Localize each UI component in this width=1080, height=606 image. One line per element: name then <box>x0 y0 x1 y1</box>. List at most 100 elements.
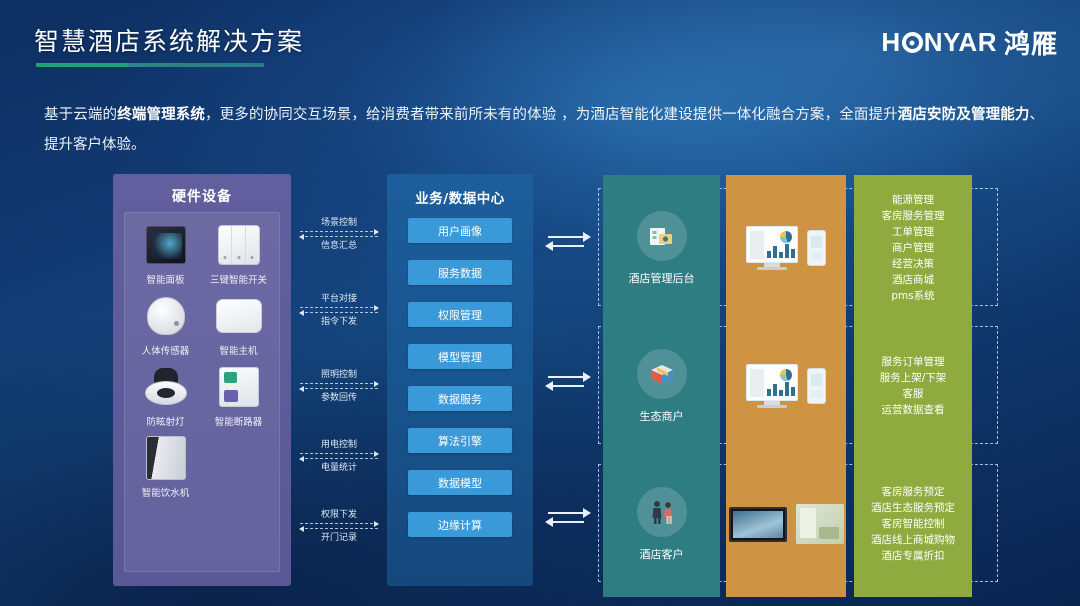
connector-top-label: 用电控制 <box>320 440 357 450</box>
feature-item: 商户管理 <box>892 242 934 254</box>
data-center-item-model-mgmt[interactable]: 模型管理 <box>408 344 512 369</box>
feature-item: 酒店生态服务预定 <box>871 502 955 514</box>
role-row: 生态商户 服务订单管理 服务上架/下架 <box>598 313 998 459</box>
logo-o-icon <box>901 32 923 53</box>
feature-column: 能源管理 客房服务管理 工单管理 商户管理 经营决策 酒店商城 pms系统 <box>854 175 972 321</box>
feature-item: 工单管理 <box>892 226 934 238</box>
intro-segment-2: ，更多的协同交互场景，给消费者带来前所未有的体验 ，为酒店智能化建设提供一体化融… <box>205 107 898 123</box>
phone-app-icon <box>807 230 826 266</box>
role-label: 酒店管理后台 <box>628 271 695 285</box>
hotel-room-icon <box>795 504 844 544</box>
smart-breaker-icon <box>202 363 275 411</box>
connector-bottom-label: 指令下发 <box>320 317 357 327</box>
data-center-item-user-profile[interactable]: 用户画像 <box>408 218 512 243</box>
hardware-item[interactable]: 智能主机 <box>202 292 275 357</box>
role-row: 酒店客户 客房服务预定 酒店生态服务预定 客房智能控制 酒店线上商城购物 酒店专… <box>598 451 998 597</box>
hardware-item-grid: 智能面板 三键智能开关 人体传感器 智能主机 <box>125 213 279 505</box>
connector-top-label: 照明控制 <box>320 370 357 380</box>
smart-panel-icon <box>129 221 202 269</box>
data-center-item-permission[interactable]: 权限管理 <box>408 302 512 327</box>
role-row: 酒店管理后台 能源管理 客房服务管理 <box>598 175 998 321</box>
title-underline <box>36 63 264 67</box>
feature-column: 客房服务预定 酒店生态服务预定 客房智能控制 酒店线上商城购物 酒店专属折扣 <box>854 451 972 597</box>
hardware-item-label: 智能主机 <box>219 346 258 357</box>
connector-arrows-icon <box>296 381 382 392</box>
role-label: 生态商户 <box>639 409 684 423</box>
role-column[interactable]: 酒店管理后台 <box>603 175 720 321</box>
intro-bold-2: 酒店安防及管理能力 <box>897 106 1030 123</box>
data-center-item-data-service[interactable]: 数据服务 <box>408 386 512 411</box>
role-column[interactable]: 生态商户 <box>603 313 720 459</box>
feature-item: 服务订单管理 <box>881 356 945 368</box>
title-underline-accent <box>36 63 128 67</box>
phone-app-icon <box>807 368 826 404</box>
feature-list: 服务订单管理 服务上架/下架 客服 运营数据查看 <box>854 313 972 459</box>
connector-bottom-label: 开门记录 <box>320 533 357 543</box>
merchant-box-icon <box>636 348 687 399</box>
device-column <box>726 451 846 597</box>
logo-letter-h: H <box>881 27 901 57</box>
hardware-item[interactable]: 人体传感器 <box>129 292 202 357</box>
connector-pair: 场景控制 信息汇总 <box>296 216 382 253</box>
page-title: 智慧酒店系统解决方案 <box>34 27 305 56</box>
monitor-dashboard-icon <box>746 364 798 408</box>
connector-bottom-label: 信息汇总 <box>320 241 357 251</box>
bidirectional-arrow-icon <box>545 232 591 251</box>
feature-item: 服务上架/下架 <box>879 372 947 384</box>
feature-item: 客服 <box>902 388 924 400</box>
hardware-item-label: 智能断路器 <box>214 417 263 428</box>
bidirectional-arrow-icon <box>545 508 591 527</box>
connector-top-label: 权限下发 <box>320 510 357 520</box>
hardware-panel: 硬件设备 智能面板 三键智能开关 人体传感器 智能主机 <box>113 174 291 586</box>
role-column[interactable]: 酒店客户 <box>603 451 720 597</box>
connector-top-label: 平台对接 <box>320 294 357 304</box>
hardware-item-label: 三键智能开关 <box>209 275 267 286</box>
hardware-item[interactable]: 防眩射灯 <box>129 363 202 428</box>
data-center-item-algo-engine[interactable]: 算法引擎 <box>408 428 512 453</box>
slide-header: 智慧酒店系统解决方案 H NYAR 鸿雁 <box>0 0 1080 86</box>
connector-bottom-label: 参数回传 <box>320 393 357 403</box>
connector-pair: 权限下发 开门记录 <box>296 508 382 545</box>
motion-sensor-icon <box>129 292 202 340</box>
three-key-switch-icon <box>202 221 275 269</box>
feature-item: 客房服务预定 <box>881 486 945 498</box>
intro-paragraph: 基于云端的终端管理系统，更多的协同交互场景，给消费者带来前所未有的体验 ，为酒店… <box>44 100 1044 160</box>
guests-icon <box>636 486 687 537</box>
hardware-item-label: 智能饮水机 <box>141 488 190 499</box>
data-center-item-edge-compute[interactable]: 边缘计算 <box>408 512 512 537</box>
feature-item: pms系统 <box>891 290 935 302</box>
role-row-group: 酒店管理后台 能源管理 客房服务管理 <box>598 170 998 597</box>
feature-item: 运营数据查看 <box>881 404 945 416</box>
brand-logo-en: H NYAR <box>881 27 997 58</box>
connector-pair: 平台对接 指令下发 <box>296 292 382 329</box>
connector-pair: 用电控制 电量统计 <box>296 438 382 475</box>
hardware-item[interactable]: 智能断路器 <box>202 363 275 428</box>
anti-glare-spotlight-icon <box>129 363 202 411</box>
feature-item: 酒店商城 <box>892 274 934 286</box>
hardware-item-label: 人体传感器 <box>141 346 190 357</box>
data-center-item-service-data[interactable]: 服务数据 <box>408 260 512 285</box>
feature-item: 酒店专属折扣 <box>881 550 945 562</box>
hardware-item[interactable]: 三键智能开关 <box>202 221 275 286</box>
data-center-item-data-model[interactable]: 数据模型 <box>408 470 512 495</box>
logo-letters-nyar: NYAR <box>923 27 997 57</box>
connector-label-group: 场景控制 信息汇总 平台对接 指令下发 照明控制 参数回传 用电控制 电量统计 … <box>296 170 382 590</box>
hardware-item[interactable]: 智能饮水机 <box>129 434 202 499</box>
connector-arrows-icon <box>296 451 382 462</box>
monitor-dashboard-icon <box>746 226 798 270</box>
brand-logo-cn: 鸿雁 <box>1003 30 1058 60</box>
intro-bold-1: 终端管理系统 <box>117 106 206 123</box>
hardware-item[interactable]: 智能面板 <box>129 221 202 286</box>
device-column <box>726 175 846 321</box>
feature-item: 经营决策 <box>892 258 934 270</box>
connector-arrows-icon <box>296 521 382 532</box>
hardware-item-label: 防眩射灯 <box>146 417 185 428</box>
feature-item: 客房智能控制 <box>881 518 945 530</box>
feature-list: 客房服务预定 酒店生态服务预定 客房智能控制 酒店线上商城购物 酒店专属折扣 <box>854 451 972 597</box>
hardware-panel-body: 智能面板 三键智能开关 人体传感器 智能主机 <box>124 212 280 572</box>
intro-segment-3: 、提升客户体验。 <box>44 107 1045 153</box>
feature-item: 客房服务管理 <box>881 210 945 222</box>
role-label: 酒店客户 <box>639 547 684 561</box>
connector-bottom-label: 电量统计 <box>320 463 357 473</box>
connector-arrows-icon <box>296 305 382 316</box>
